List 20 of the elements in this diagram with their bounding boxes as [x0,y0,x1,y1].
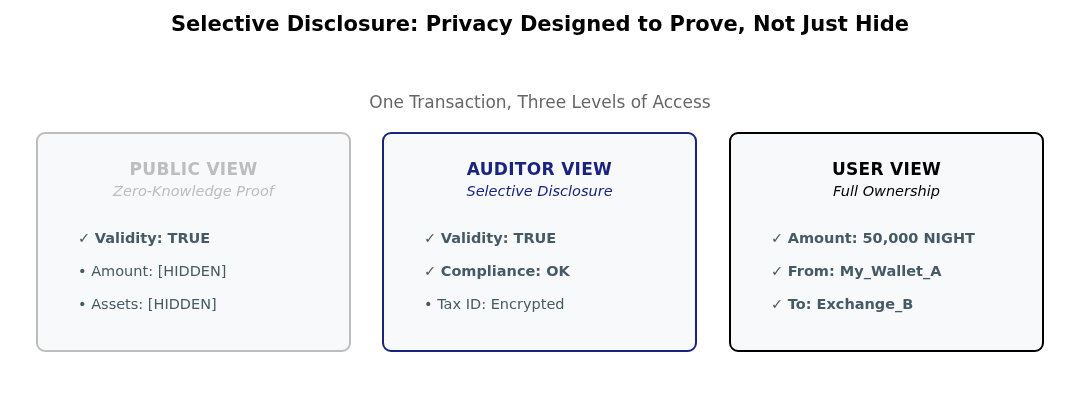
list-item: ✓ Validity: TRUE [78,229,211,248]
list-item: ✓ From: My_Wallet_A [771,262,942,281]
card-subheading: Selective Disclosure [466,182,613,200]
view-card [382,132,697,352]
card-subheading: Full Ownership [833,182,940,200]
diagram-title: Selective Disclosure: Privacy Designed to Prove, Not Just Hide [169,11,911,37]
view-card [729,132,1044,352]
card-heading: PUBLIC VIEW [129,158,258,180]
list-item: • Assets: [HIDDEN] [78,295,217,314]
subtitle: One Transaction, Three Levels of Access [368,92,712,113]
card-subheading: Zero-Knowledge Proof [113,182,274,200]
list-item: ✓ Validity: TRUE [424,229,557,248]
list-item: ✓ Compliance: OK [424,262,570,281]
list-item: • Tax ID: Encrypted [424,295,565,314]
list-item: ✓ To: Exchange_B [771,295,914,314]
list-item: ✓ Amount: 50,000 NIGHT [771,229,975,248]
card-heading: AUDITOR VIEW [466,158,613,180]
view-card [36,132,351,352]
card-heading: USER VIEW [831,158,942,180]
list-item: • Amount: [HIDDEN] [78,262,227,281]
